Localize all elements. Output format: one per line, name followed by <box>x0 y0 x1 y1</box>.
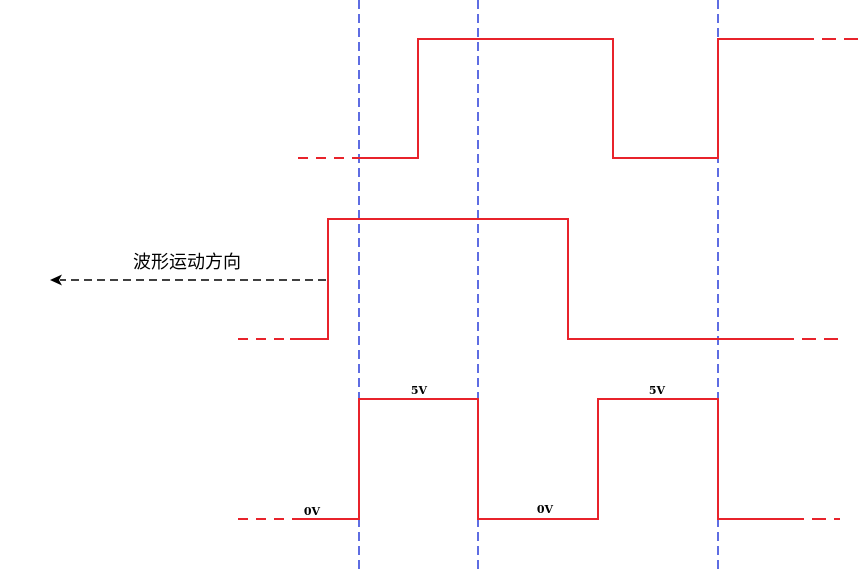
voltage-label-low-1: 0V <box>304 505 321 518</box>
voltage-label-high-2: 5V <box>649 384 666 397</box>
waveform-top-trace <box>359 38 800 159</box>
waveform-middle-trace <box>290 218 780 340</box>
waveform-middle <box>238 218 840 340</box>
voltage-label-high-1: 5V <box>411 384 428 397</box>
direction-label: 波形运动方向 <box>133 252 241 273</box>
left-arrow-icon <box>50 274 62 286</box>
voltage-label-low-2: 0V <box>537 503 554 516</box>
waveform-top <box>298 38 860 159</box>
direction-arrow <box>50 274 326 286</box>
waveform-bottom-trace <box>300 398 790 520</box>
waveform-bottom <box>238 398 840 520</box>
guide-lines <box>358 0 719 571</box>
